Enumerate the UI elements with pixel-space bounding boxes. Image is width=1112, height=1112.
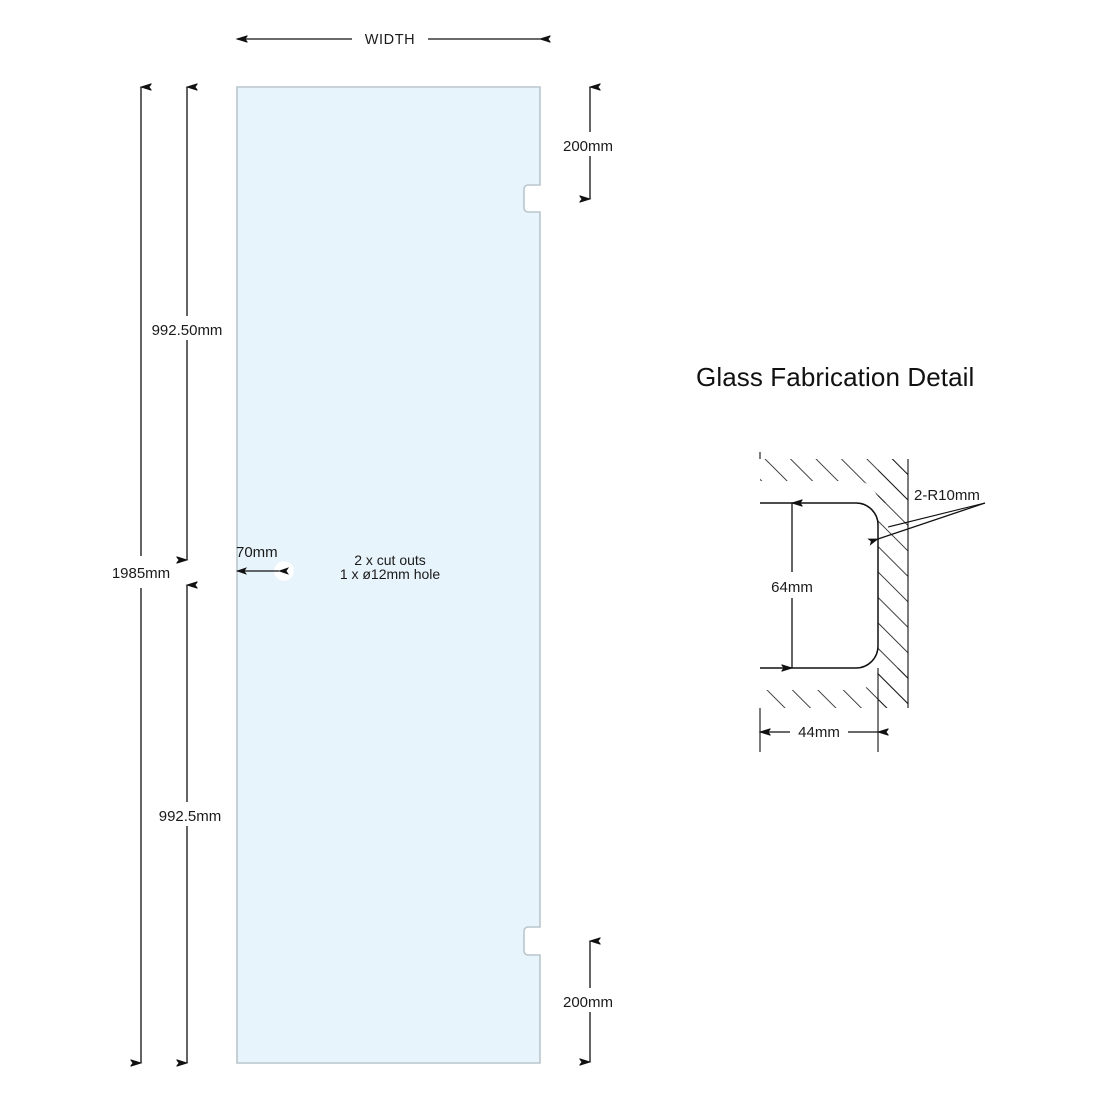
dimension-detail-width: 44mm: [760, 724, 878, 741]
dimension-detail-width-label: 44mm: [798, 724, 840, 741]
dimension-bottom-cutout-offset-label: 200mm: [563, 994, 613, 1011]
dimension-detail-height: 64mm: [771, 503, 813, 668]
dimension-top-cutout-offset-label: 200mm: [563, 138, 613, 155]
dimension-detail-height-label: 64mm: [771, 579, 813, 596]
pocket-profile-outline: [760, 502, 879, 669]
dimension-top-cutout-offset: 200mm: [563, 87, 613, 199]
fabrication-detail-section: 64mm 44mm 2-R10mm: [758, 452, 986, 752]
dimension-lower-half: 992.5mm: [159, 585, 222, 1063]
dimension-hole-inset: 70mm: [236, 544, 289, 575]
dimension-overall-height-label: 1985mm: [112, 565, 170, 582]
dimension-lower-half-label: 992.5mm: [159, 808, 222, 825]
hatch-region-right: [878, 459, 908, 708]
dimension-upper-half-label: 992.50mm: [152, 322, 223, 339]
note-cutouts: 2 x cut outs: [354, 552, 426, 568]
dimension-hole-inset-label: 70mm: [236, 544, 278, 561]
glass-panel: [236, 86, 541, 1064]
detail-title: Glass Fabrication Detail: [696, 362, 974, 392]
dimension-upper-half: 992.50mm: [152, 87, 223, 560]
dimension-overall-height: 1985mm: [112, 87, 170, 1063]
hatch-region-bottom: [760, 668, 908, 708]
note-hole: 1 x ø12mm hole: [340, 566, 441, 582]
callout-leader-line-secondary: [887, 502, 986, 528]
dimension-width: WIDTH: [237, 32, 540, 48]
dimension-bottom-cutout-offset: 200mm: [563, 941, 613, 1062]
callout-radius-label: 2-R10mm: [914, 487, 980, 504]
callout-radius: 2-R10mm: [867, 487, 986, 546]
callout-leader-line: [867, 502, 986, 546]
dimension-width-label: WIDTH: [365, 32, 416, 48]
panel-notes: 2 x cut outs 1 x ø12mm hole: [340, 552, 441, 582]
